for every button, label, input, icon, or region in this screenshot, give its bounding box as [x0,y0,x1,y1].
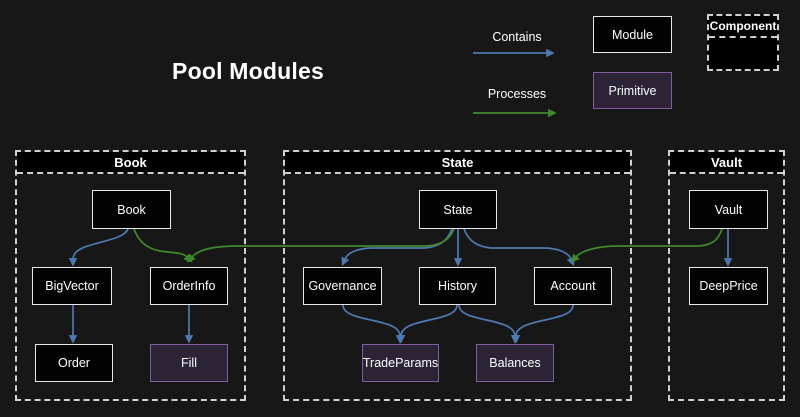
node-vault-label: Vault [714,202,743,217]
node-bigvector-label: BigVector [45,279,99,293]
legend-processes-label: Processes [487,87,547,101]
node-state: State [419,190,497,229]
state-container: State [283,150,632,401]
legend-component-label: Component [709,16,777,38]
node-balances-label: Balances [489,356,541,370]
node-deepprice-label: DeepPrice [699,279,758,293]
node-account-label: Account [550,279,596,293]
node-bigvector: BigVector [32,267,112,305]
node-history-label: History [438,279,477,293]
vault-container: Vault [668,150,785,401]
state-container-title: State [285,152,630,174]
node-governance: Governance [303,267,382,305]
node-order: Order [35,344,113,382]
node-orderinfo: OrderInfo [150,267,228,305]
node-history: History [419,267,496,305]
legend-contains-label: Contains [492,30,542,44]
legend-component-box: Component [707,14,779,71]
node-state-label: State [443,202,473,217]
node-order-label: Order [58,356,90,370]
legend-module-box: Module [593,16,672,53]
legend-module-label: Module [612,27,653,42]
node-tradeparams-label: TradeParams [362,356,439,370]
node-governance-label: Governance [308,279,377,293]
node-account: Account [534,267,612,305]
node-tradeparams: TradeParams [362,344,439,382]
node-vault: Vault [689,190,768,229]
legend-primitive-box: Primitive [593,72,672,109]
page-title: Pool Modules [172,58,324,84]
node-fill-label: Fill [181,356,197,370]
node-orderinfo-label: OrderInfo [162,279,216,293]
node-book: Book [92,190,171,229]
book-container: Book [15,150,246,401]
node-deepprice: DeepPrice [689,267,768,305]
book-container-title: Book [17,152,244,174]
vault-container-title: Vault [670,152,783,174]
legend-primitive-label: Primitive [608,83,657,98]
node-fill: Fill [150,344,228,382]
node-balances: Balances [476,344,554,382]
node-book-label: Book [117,202,146,217]
